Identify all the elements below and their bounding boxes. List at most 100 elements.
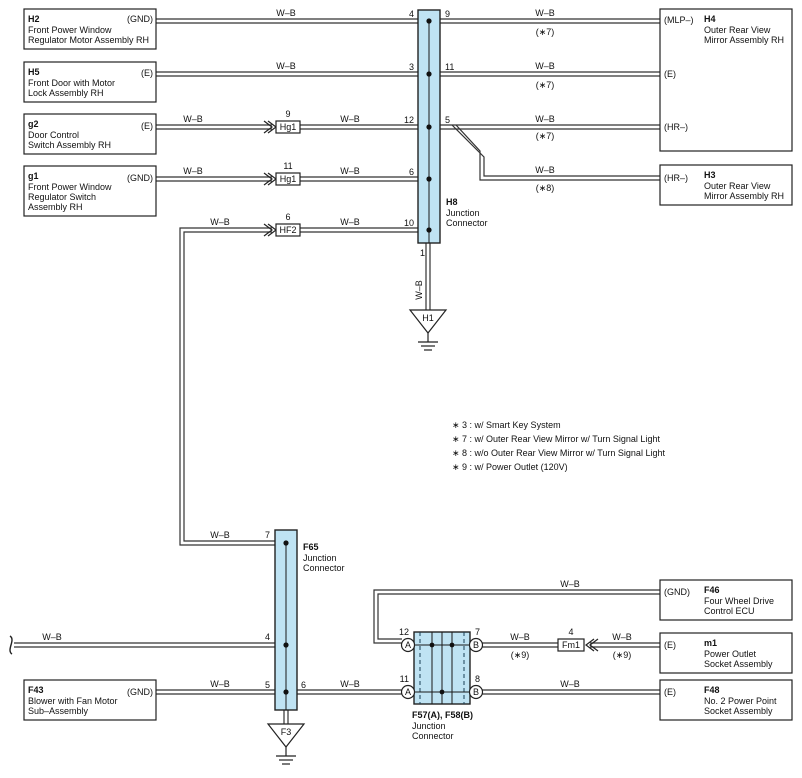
svg-text:W–B: W–B [340,166,360,176]
svg-text:11: 11 [283,161,292,171]
svg-text:Regulator Motor Assembly RH: Regulator Motor Assembly RH [28,35,149,45]
svg-text:5: 5 [445,115,450,125]
svg-text:W–B: W–B [535,165,555,175]
component-H2: H2 Front Power Window Regulator Motor As… [23,8,157,50]
svg-text:W–B: W–B [535,61,555,71]
inline-connector-hf2: HF2 6 [263,212,301,237]
svg-text:12: 12 [399,627,409,637]
svg-text:W–B: W–B [535,114,555,124]
svg-text:HF2: HF2 [279,225,296,235]
svg-text:Socket Assembly: Socket Assembly [704,706,773,716]
svg-text:No. 2 Power Point: No. 2 Power Point [704,696,777,706]
svg-text:W–B: W–B [340,679,360,689]
svg-text:Socket Assembly: Socket Assembly [704,659,773,669]
svg-text:W–B: W–B [183,166,203,176]
svg-text:W–B: W–B [414,280,424,300]
component-F43: F43 Blower with Fan Motor Sub–Assembly (… [23,679,157,721]
svg-text:(E): (E) [664,687,676,697]
svg-text:Front Power Window: Front Power Window [28,182,112,192]
svg-text:(∗7): (∗7) [536,131,555,141]
svg-text:H4: H4 [704,14,716,24]
svg-text:F3: F3 [281,727,292,737]
svg-text:9: 9 [285,109,290,119]
svg-text:W–B: W–B [612,632,632,642]
svg-text:F43: F43 [28,685,44,695]
svg-text:4: 4 [568,627,573,637]
legend-item: ∗ 9 : w/ Power Outlet (120V) [452,462,568,472]
svg-text:11: 11 [445,62,454,72]
svg-text:F48: F48 [704,685,720,695]
component-g1: g1 Front Power Window Regulator Switch A… [23,165,157,217]
svg-text:10: 10 [404,218,414,228]
component-H5: H5 Front Door with Motor Lock Assembly R… [23,61,157,103]
svg-text:Control ECU: Control ECU [704,606,755,616]
svg-text:(E): (E) [664,69,676,79]
svg-text:9: 9 [445,9,450,19]
svg-text:Switch Assembly RH: Switch Assembly RH [28,140,111,150]
svg-text:11: 11 [400,674,409,684]
svg-text:Sub–Assembly: Sub–Assembly [28,706,89,716]
svg-text:Door Control: Door Control [28,130,79,140]
svg-text:A: A [405,687,411,697]
svg-text:W–B: W–B [210,679,230,689]
svg-text:F57(A), F58(B): F57(A), F58(B) [412,710,473,720]
ground-F3: F3 [266,723,306,765]
legend-item: ∗ 7 : w/ Outer Rear View Mirror w/ Turn … [452,434,660,444]
inline-connector-fm1: Fm1 4 [557,627,599,652]
inline-connector-hg1-9: Hg1 9 [263,109,301,134]
component-m1: m1 Power Outlet Socket Assembly (E) [659,632,793,674]
svg-text:(GND): (GND) [127,687,153,697]
pin-label: (GND) [127,14,153,24]
component-F46: F46 Four Wheel Drive Control ECU (GND) [659,579,793,621]
junction-F57-F58: A A B B 12 11 7 8 F57(A), F58(B) Junctio… [399,627,484,741]
svg-text:B: B [473,640,479,650]
svg-text:Hg1: Hg1 [280,122,297,132]
svg-text:W–B: W–B [276,61,296,71]
svg-text:(GND): (GND) [127,173,153,183]
pin-number: 4 [409,9,414,19]
svg-text:3: 3 [409,62,414,72]
svg-text:12: 12 [404,115,414,125]
svg-text:W–B: W–B [210,530,230,540]
svg-text:Connector: Connector [303,563,345,573]
svg-text:Junction: Junction [303,553,337,563]
wire-labels: W–B W–B W–B W–B W–B W–B W–B W–B W–B W–B … [42,8,632,689]
svg-text:Connector: Connector [412,731,454,741]
svg-text:8: 8 [475,674,480,684]
svg-text:(∗9): (∗9) [613,650,632,660]
ground-H1: H1 [408,309,448,351]
svg-text:6: 6 [409,167,414,177]
svg-text:(E): (E) [141,68,153,78]
svg-text:Lock Assembly RH: Lock Assembly RH [28,88,104,98]
svg-text:(∗7): (∗7) [536,80,555,90]
component-H4: H4 Outer Rear View Mirror Assembly RH (M… [659,8,793,152]
inline-connector-hg1-11: Hg1 11 [263,161,301,186]
svg-text:(HR–): (HR–) [664,173,688,183]
svg-text:6: 6 [285,212,290,222]
svg-text:Blower with Fan Motor: Blower with Fan Motor [28,696,118,706]
svg-text:H8: H8 [446,197,458,207]
svg-text:g2: g2 [28,119,39,129]
junction-F65: 7 4 5 6 F65 Junction Connector [265,529,345,711]
svg-text:(E): (E) [664,640,676,650]
wires [14,18,660,724]
svg-text:W–B: W–B [560,679,580,689]
svg-text:g1: g1 [28,171,39,181]
svg-text:Outer Rear View: Outer Rear View [704,181,771,191]
component-H3: H3 Outer Rear View Mirror Assembly RH (H… [659,164,793,206]
svg-text:4: 4 [265,632,270,642]
svg-text:W–B: W–B [210,217,230,227]
svg-text:(HR–): (HR–) [664,122,688,132]
svg-text:F65: F65 [303,542,319,552]
svg-text:7: 7 [475,627,480,637]
svg-text:W–B: W–B [183,114,203,124]
svg-text:B: B [473,687,479,697]
legend: ∗ 3 : w/ Smart Key System ∗ 7 : w/ Outer… [452,420,665,472]
svg-text:Connector: Connector [446,218,488,228]
svg-text:Front Power Window: Front Power Window [28,25,112,35]
junction-H8: 4 3 12 6 10 9 11 5 1 H8 Junction Connect… [404,9,488,258]
svg-text:5: 5 [265,680,270,690]
svg-text:W–B: W–B [42,632,62,642]
svg-text:6: 6 [301,680,306,690]
